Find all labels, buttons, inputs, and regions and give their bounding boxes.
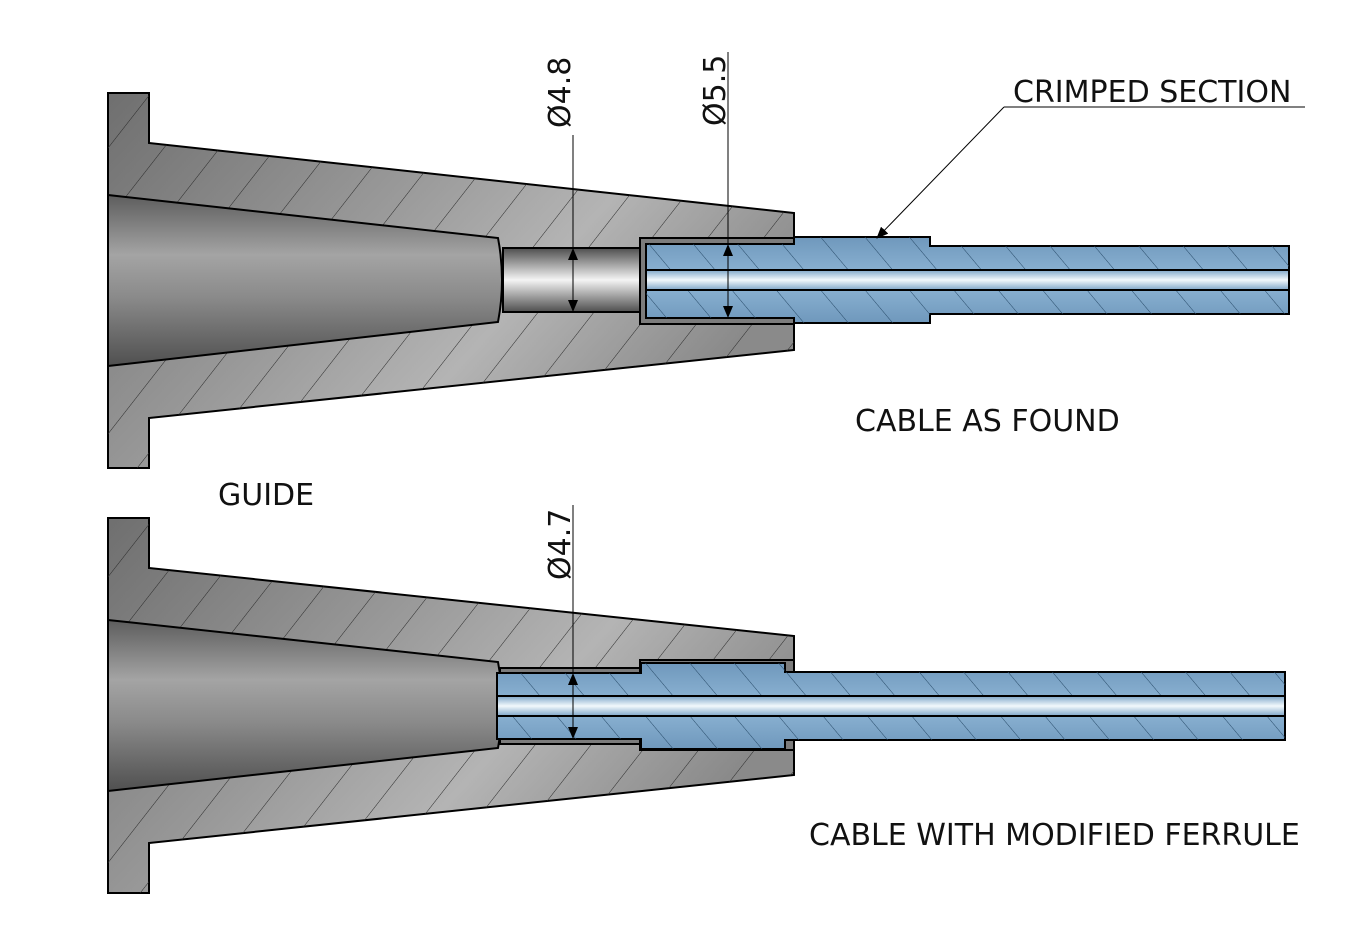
dim-bottom-bore: Ø4.7 <box>543 505 578 740</box>
crimped-section-label: CRIMPED SECTION <box>1013 75 1291 110</box>
top-cable-core <box>645 269 1290 291</box>
cable-modified-label: CABLE WITH MODIFIED FERRULE <box>809 818 1300 853</box>
top-assembly: Ø4.8 Ø5.5 CRIMPED SECTION CABLE AS FOUND <box>107 52 1305 469</box>
dim-bottom-bore-text: Ø4.7 <box>543 509 578 580</box>
bottom-assembly: Ø4.7 CABLE WITH MODIFIED FERRULE <box>107 505 1300 894</box>
dim-top-bore-text: Ø4.8 <box>543 57 578 128</box>
cable-as-found-label: CABLE AS FOUND <box>855 404 1120 439</box>
dim-top-ferrule-text: Ø5.5 <box>698 55 733 126</box>
leader-crimped-section: CRIMPED SECTION <box>876 75 1305 239</box>
dim-top-ferrule: Ø5.5 <box>698 52 733 318</box>
top-guide-cone <box>107 193 503 368</box>
dim-top-bore: Ø4.8 <box>543 57 578 312</box>
guide-label: GUIDE <box>218 478 314 513</box>
bottom-cable-core <box>496 695 1286 717</box>
